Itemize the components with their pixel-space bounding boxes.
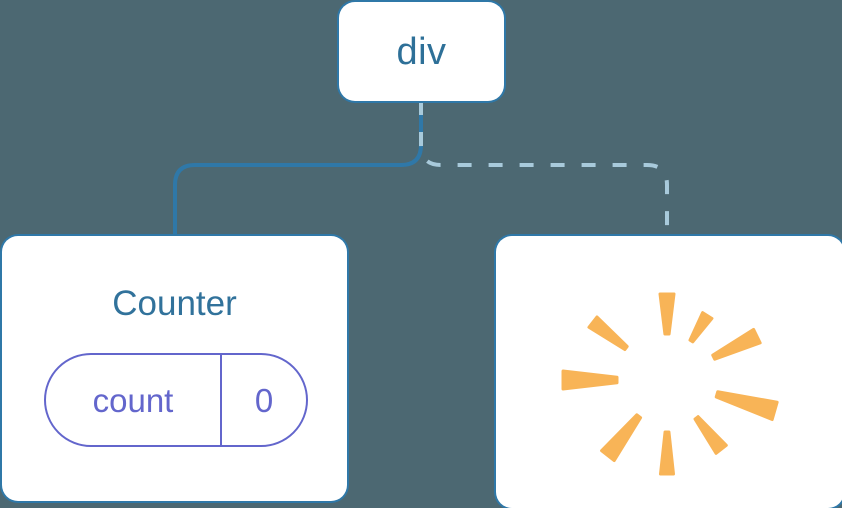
burst-ray-7 — [600, 413, 643, 463]
state-pill-value: 0 — [254, 381, 274, 419]
burst-ray-8 — [561, 369, 619, 391]
sparkle-burst-icon — [561, 292, 779, 476]
counter-title: Counter — [112, 284, 237, 323]
node-counter[interactable]: Counter count 0 — [2, 236, 347, 501]
burst-ray-1 — [658, 292, 676, 336]
state-pill-key: count — [46, 355, 222, 445]
burst-ray-4 — [714, 390, 779, 422]
burst-ray-5 — [693, 415, 728, 455]
node-sparkle[interactable] — [496, 236, 842, 508]
burst-ray-3 — [711, 327, 762, 361]
state-pill-count[interactable]: count 0 — [44, 353, 308, 447]
connector-root-to-counter — [173, 99, 423, 239]
connector-root-to-sparkle — [419, 101, 669, 237]
node-div[interactable]: div — [339, 2, 504, 101]
burst-ray-9 — [587, 315, 629, 352]
node-div-label: div — [396, 30, 447, 73]
burst-ray-2 — [688, 311, 714, 344]
burst-ray-6 — [659, 430, 675, 476]
